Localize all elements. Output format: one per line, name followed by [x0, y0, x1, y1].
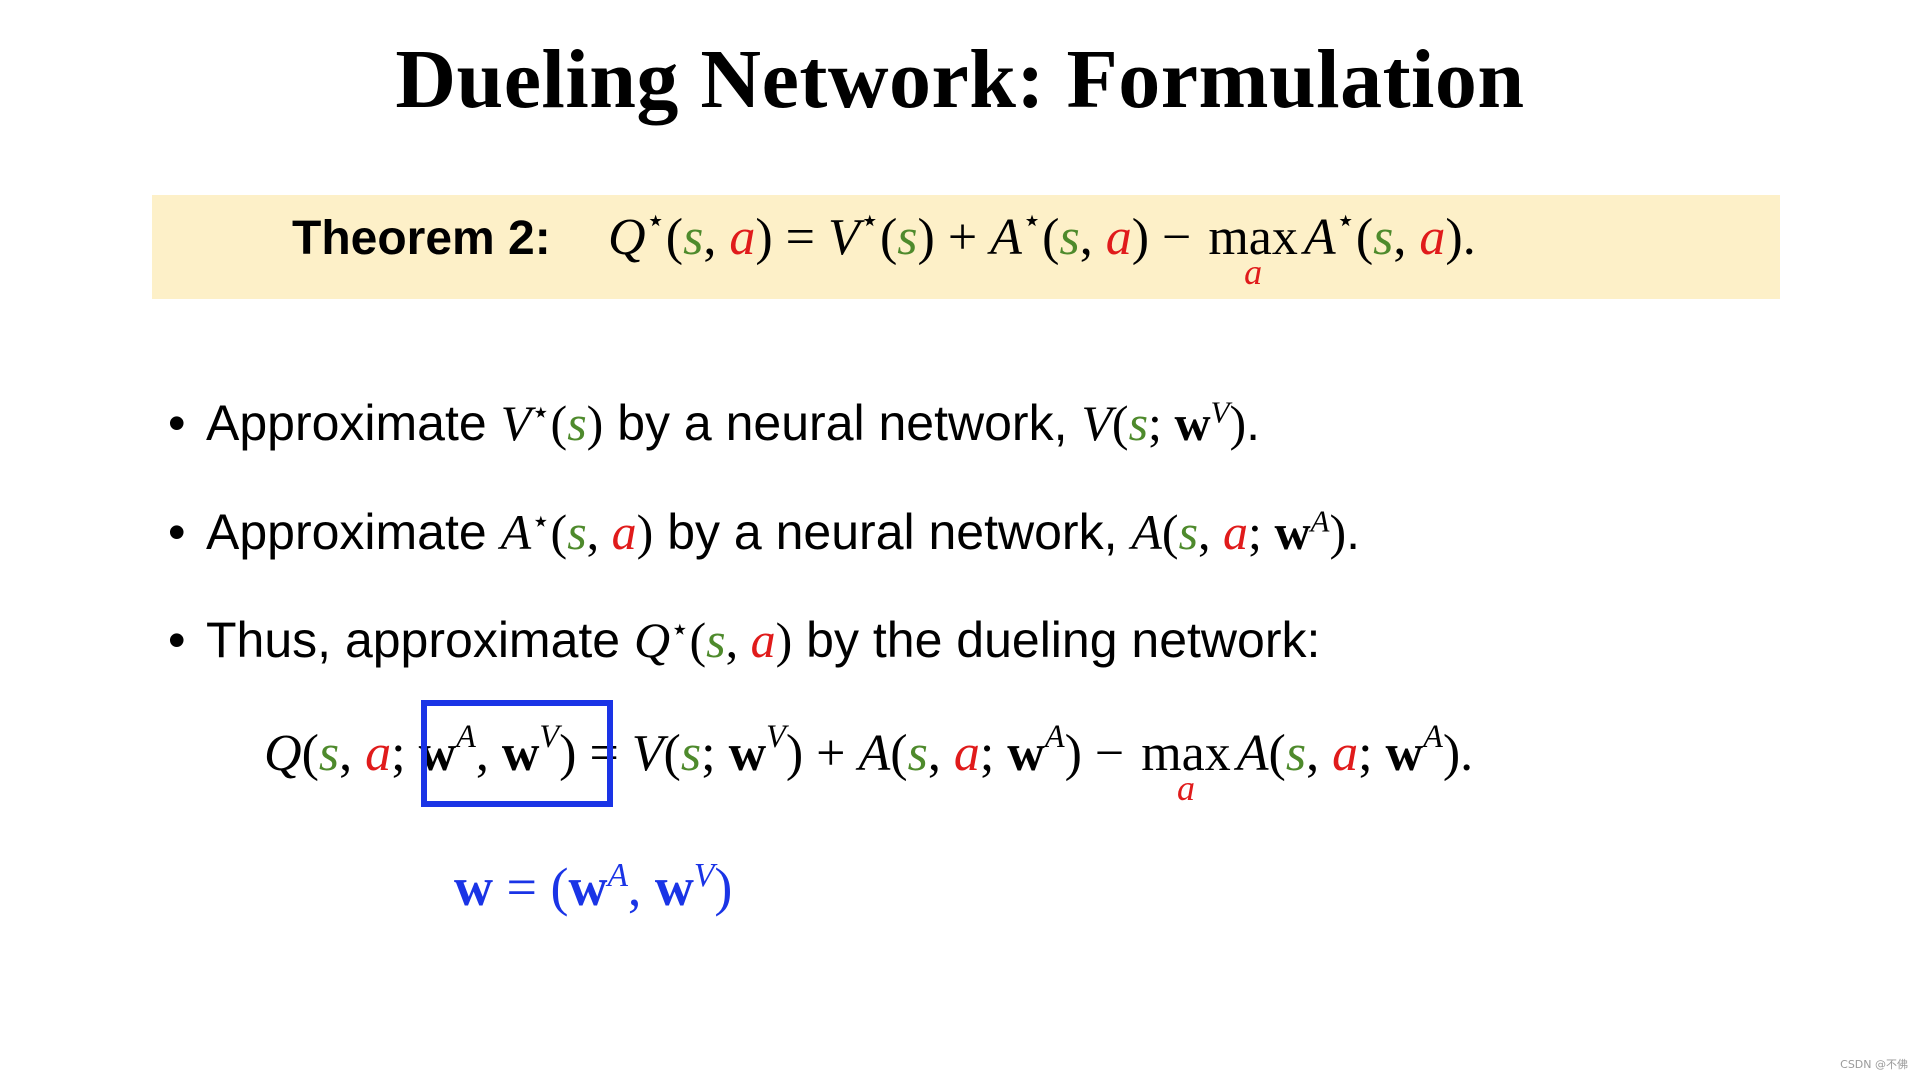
bullet-2-middle: by a neural network,	[653, 504, 1132, 560]
weights-sup-a: A	[607, 857, 628, 894]
watermark: CSDN @不佛	[1840, 1058, 1908, 1071]
bullet-1-net: V	[1081, 395, 1112, 451]
bullet-2-param-sup: A	[1310, 503, 1330, 539]
bullet-1-param-sup: V	[1210, 394, 1230, 430]
bullet-2-suffix: .	[1346, 504, 1361, 560]
bullet-3-middle: by the dueling network:	[792, 612, 1321, 668]
theorem-banner	[152, 195, 1780, 299]
bullet-approximate-v: •Approximate V⋆(s) by a neural network, …	[168, 394, 1261, 451]
bullet-2-net: A	[1131, 504, 1162, 560]
bullet-1-middle: by a neural network,	[603, 395, 1082, 451]
bullet-1-func: V	[500, 395, 532, 451]
parameter-highlight-box	[421, 700, 613, 807]
bullet-2-prefix: Approximate	[206, 504, 501, 560]
bullet-approximate-a: •Approximate A⋆(s, a) by a neural networ…	[168, 503, 1361, 560]
theorem-label: Theorem 2:	[292, 212, 551, 265]
slide-title: Dueling Network: Formulation	[395, 33, 1525, 126]
bullet-dueling-network: •Thus, approximate Q⋆(s, a) by the dueli…	[168, 611, 1321, 668]
dueling-equation: Q(s, a; wA, wV) = V(s; wV) + A(s, a; wA)…	[264, 717, 1474, 808]
weights-sup-v: V	[693, 857, 715, 894]
bullet-dot: •	[168, 504, 186, 560]
bullet-dot: •	[168, 395, 186, 451]
bullet-dot: •	[168, 612, 186, 668]
bullet-3-prefix: Thus, approximate	[206, 612, 634, 668]
bullet-1-prefix: Approximate	[206, 395, 501, 451]
weights-equation: w = (wA, wV)	[454, 857, 733, 917]
bullet-1-suffix: .	[1246, 395, 1261, 451]
bullet-3-func: Q	[633, 612, 671, 668]
bullet-2-func: A	[500, 504, 532, 560]
